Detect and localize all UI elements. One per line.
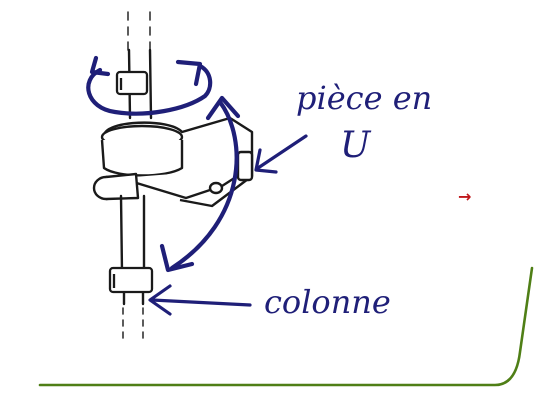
- lower-collar: [108, 266, 154, 294]
- rotation-arrow-icon: [86, 55, 213, 116]
- axis-dotted-top: [127, 11, 151, 51]
- u-piece: [92, 116, 254, 208]
- label-u-shape: U: [340, 125, 372, 166]
- axis-dotted-bottom: [122, 307, 144, 339]
- frame-border: [38, 266, 534, 387]
- swing-arc-icon: [159, 95, 241, 273]
- upper-collar: [115, 70, 149, 96]
- label-colonne: colonne: [264, 283, 391, 321]
- pointer-arrow-icon: [254, 134, 308, 174]
- label-piece-en: pièce en: [296, 79, 432, 117]
- column-pointer-arrow-icon: [148, 284, 252, 316]
- next-arrow-icon[interactable]: →: [458, 187, 471, 206]
